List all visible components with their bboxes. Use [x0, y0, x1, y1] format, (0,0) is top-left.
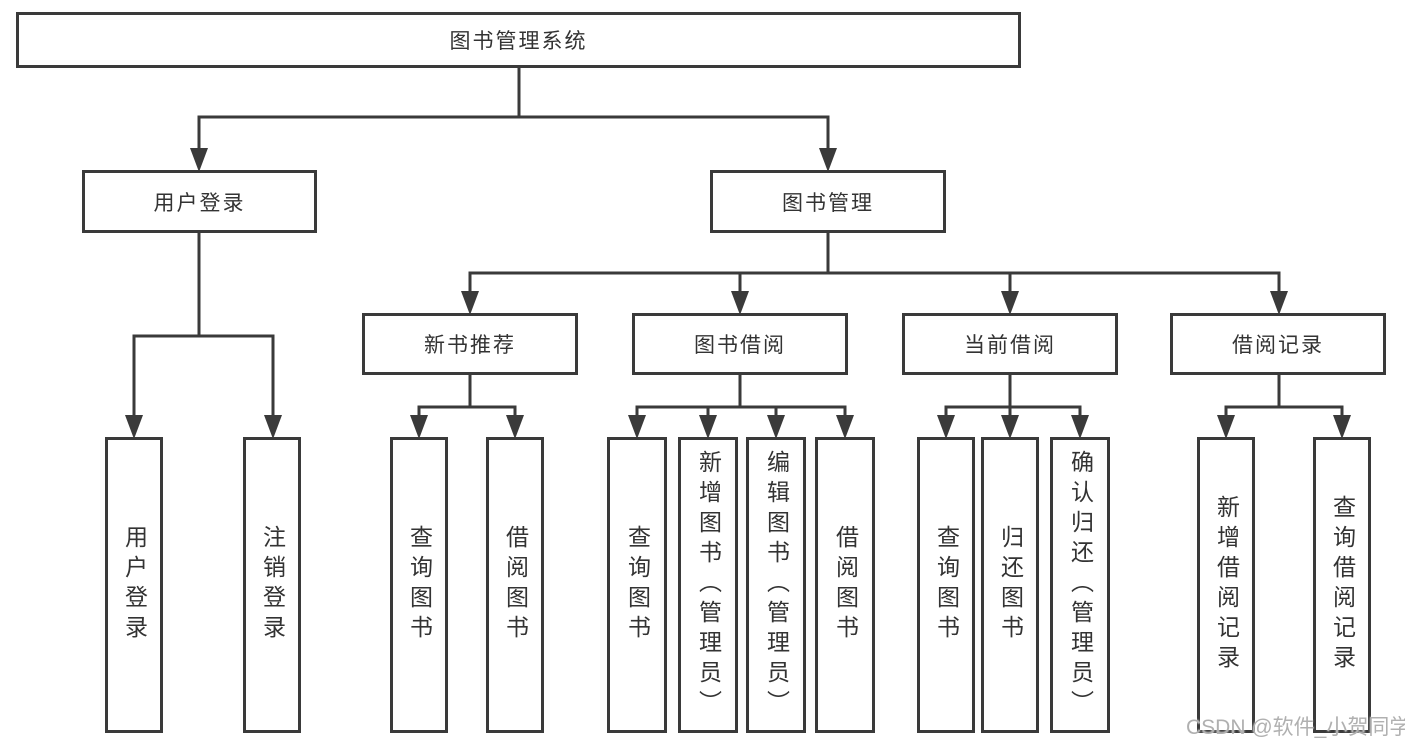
watermark-text: CSDN @软件_小贺同学 — [1186, 716, 1405, 739]
watermark: CSDN @软件_小贺同学 — [1186, 711, 1405, 741]
leaf-borrow-book-1: 借阅图书 — [486, 437, 544, 733]
leaf-query-book-3: 查询图书 — [917, 437, 975, 733]
node-root: 图书管理系统 — [16, 12, 1021, 68]
leaf-edit-book-admin-label: 编辑图书（管理员） — [763, 450, 790, 720]
node-user-login: 用户登录 — [82, 170, 317, 233]
leaf-user-login: 用户登录 — [105, 437, 163, 733]
node-book-management-label: 图书管理 — [782, 191, 874, 215]
arrowhead — [1001, 415, 1019, 439]
leaf-query-book-3-label: 查询图书 — [933, 525, 960, 645]
node-current-borrow: 当前借阅 — [902, 313, 1118, 375]
leaf-query-book-2-label: 查询图书 — [624, 525, 651, 645]
leaf-query-borrow-record-label: 查询借阅记录 — [1329, 495, 1356, 675]
leaf-borrow-book-2: 借阅图书 — [815, 437, 875, 733]
leaf-borrow-book-2-label: 借阅图书 — [832, 525, 859, 645]
leaf-query-borrow-record: 查询借阅记录 — [1313, 437, 1371, 733]
node-current-borrow-label: 当前借阅 — [964, 334, 1056, 357]
arrowhead — [190, 148, 208, 172]
arrowhead — [264, 415, 282, 439]
connector-root — [197, 68, 830, 150]
leaf-borrow-book-1-label: 借阅图书 — [502, 525, 529, 645]
node-book-borrow: 图书借阅 — [632, 313, 848, 375]
node-borrow-record: 借阅记录 — [1170, 313, 1386, 375]
leaf-query-book-1: 查询图书 — [390, 437, 448, 733]
arrowhead — [628, 415, 646, 439]
leaf-add-borrow-record: 新增借阅记录 — [1197, 437, 1255, 733]
node-book-management: 图书管理 — [710, 170, 946, 233]
leaf-add-book-admin: 新增图书（管理员） — [678, 437, 738, 733]
leaf-query-book-2: 查询图书 — [607, 437, 667, 733]
connector-book-borrow — [635, 375, 847, 417]
leaf-return-book-label: 归还图书 — [997, 525, 1024, 645]
arrowhead — [1071, 415, 1089, 439]
connector-user-login — [132, 233, 275, 417]
arrowhead — [125, 415, 143, 439]
leaf-add-book-admin-label: 新增图书（管理员） — [695, 450, 722, 720]
node-user-login-label: 用户登录 — [153, 191, 246, 215]
connector-current-borrow — [944, 375, 1082, 417]
arrowhead — [461, 291, 479, 315]
node-new-book-recommend: 新书推荐 — [362, 313, 578, 375]
leaf-confirm-return-admin: 确认归还（管理员） — [1050, 437, 1110, 733]
arrowhead — [819, 148, 837, 172]
leaf-query-book-1-label: 查询图书 — [406, 525, 433, 645]
arrowhead — [506, 415, 524, 439]
node-root-label: 图书管理系统 — [449, 30, 588, 53]
leaf-logout: 注销登录 — [243, 437, 301, 733]
arrowhead — [767, 415, 785, 439]
connector-borrow-record — [1224, 375, 1344, 417]
leaf-add-borrow-record-label: 新增借阅记录 — [1213, 495, 1240, 675]
node-borrow-record-label: 借阅记录 — [1232, 334, 1324, 357]
arrowhead — [410, 415, 428, 439]
arrowhead — [699, 415, 717, 439]
leaf-logout-label: 注销登录 — [259, 525, 286, 645]
node-book-borrow-label: 图书借阅 — [694, 334, 786, 357]
leaf-user-login-label: 用户登录 — [121, 525, 148, 645]
arrowhead — [731, 291, 749, 315]
arrowhead — [937, 415, 955, 439]
arrowhead — [1270, 291, 1288, 315]
connector-new-book — [417, 375, 517, 417]
leaf-confirm-return-admin-label: 确认归还（管理员） — [1067, 450, 1094, 720]
arrowhead — [1217, 415, 1235, 439]
leaf-edit-book-admin: 编辑图书（管理员） — [746, 437, 806, 733]
node-new-book-recommend-label: 新书推荐 — [424, 334, 516, 357]
leaf-return-book: 归还图书 — [981, 437, 1039, 733]
arrowhead — [1333, 415, 1351, 439]
arrowhead — [836, 415, 854, 439]
connector-book-mgmt — [468, 233, 1281, 293]
arrowhead — [1001, 291, 1019, 315]
